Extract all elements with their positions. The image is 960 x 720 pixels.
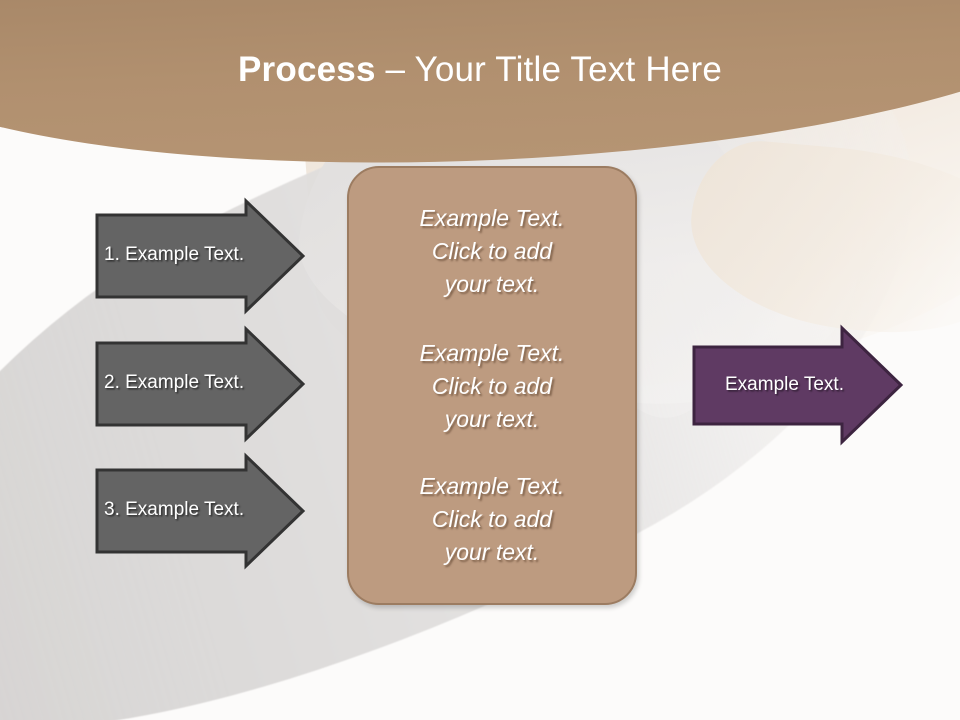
center-content-box[interactable]: Example Text. Click to add your text. Ex… xyxy=(347,166,637,605)
slide-title-rest: – Your Title Text Here xyxy=(375,50,722,89)
slide-title: Process – Your Title Text Here xyxy=(0,48,960,92)
step-arrow-3[interactable]: 3. Example Text. xyxy=(95,452,306,570)
step-arrow-2[interactable]: 2. Example Text. xyxy=(95,325,306,443)
step-arrow-1[interactable]: 1. Example Text. xyxy=(95,197,306,315)
center-box-paragraph-2: Example Text. Click to add your text. xyxy=(419,340,565,432)
slide-title-strong: Process xyxy=(238,50,376,89)
center-box-paragraph-3: Example Text. Click to add your text. xyxy=(419,473,565,565)
result-arrow[interactable] xyxy=(692,324,904,446)
center-box-paragraph-1: Example Text. Click to add your text. xyxy=(419,205,565,297)
